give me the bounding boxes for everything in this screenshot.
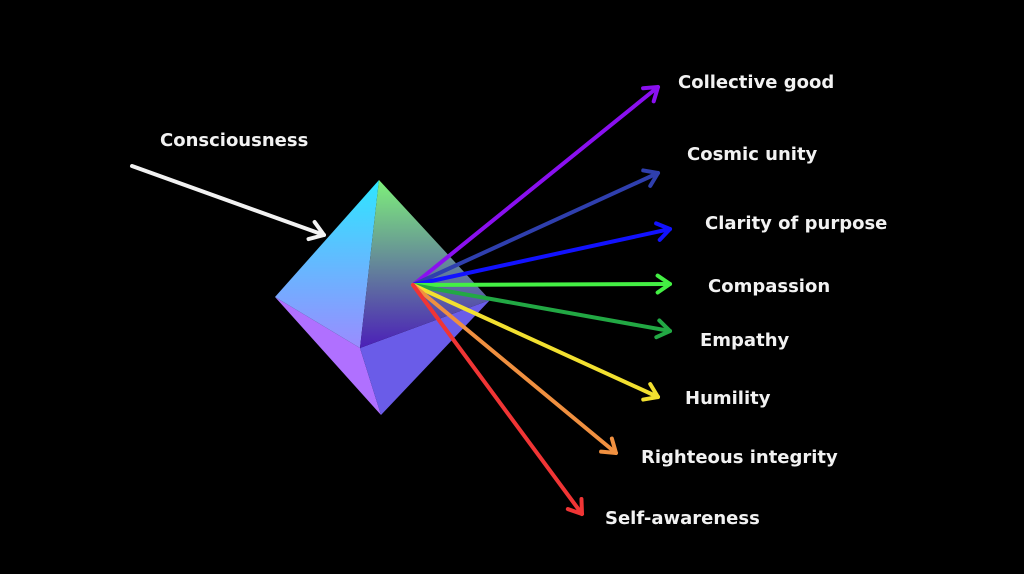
ray-label: Humility bbox=[685, 388, 771, 409]
arrowhead-icon bbox=[565, 497, 584, 516]
ray-label: Self-awareness bbox=[605, 508, 760, 529]
arrowhead-icon bbox=[641, 382, 660, 402]
ray-arrow bbox=[411, 283, 584, 516]
ray-label: Compassion bbox=[708, 276, 831, 297]
ray-line bbox=[411, 85, 660, 287]
ray-label: Empathy bbox=[700, 330, 790, 351]
arrowhead-icon bbox=[654, 221, 672, 242]
ray-line bbox=[411, 283, 660, 399]
ray-arrow bbox=[411, 221, 672, 287]
output-rays bbox=[411, 85, 672, 516]
ray-label: Clarity of purpose bbox=[705, 213, 888, 234]
ray-line bbox=[411, 227, 672, 287]
ray-line bbox=[411, 283, 618, 455]
arrowhead-icon bbox=[599, 436, 618, 455]
ray-line bbox=[411, 283, 584, 516]
ray-arrow bbox=[411, 85, 660, 287]
arrowhead-icon bbox=[655, 273, 672, 295]
prism-face-bottom-left bbox=[275, 297, 381, 415]
ray-line bbox=[411, 283, 672, 333]
ray-arrow bbox=[411, 283, 672, 340]
ray-arrow bbox=[411, 168, 660, 287]
arrowhead-icon bbox=[641, 85, 660, 104]
ray-label: Collective good bbox=[678, 72, 835, 93]
prism-face-bottom-right bbox=[360, 300, 490, 415]
ray-line bbox=[411, 282, 672, 287]
ray-label: Righteous integrity bbox=[641, 447, 838, 468]
input-arrow bbox=[130, 164, 326, 242]
ray-line bbox=[411, 171, 660, 287]
ray-arrow bbox=[411, 283, 660, 402]
prism-face-top-right bbox=[360, 180, 490, 348]
arrowhead-icon bbox=[654, 318, 672, 340]
arrowhead-icon bbox=[641, 168, 660, 188]
ray-arrow bbox=[411, 273, 672, 295]
ray-label: Cosmic unity bbox=[687, 144, 818, 165]
ray-arrow bbox=[411, 283, 618, 455]
input-label: Consciousness bbox=[160, 130, 309, 151]
prism-face-top-left bbox=[275, 180, 379, 348]
